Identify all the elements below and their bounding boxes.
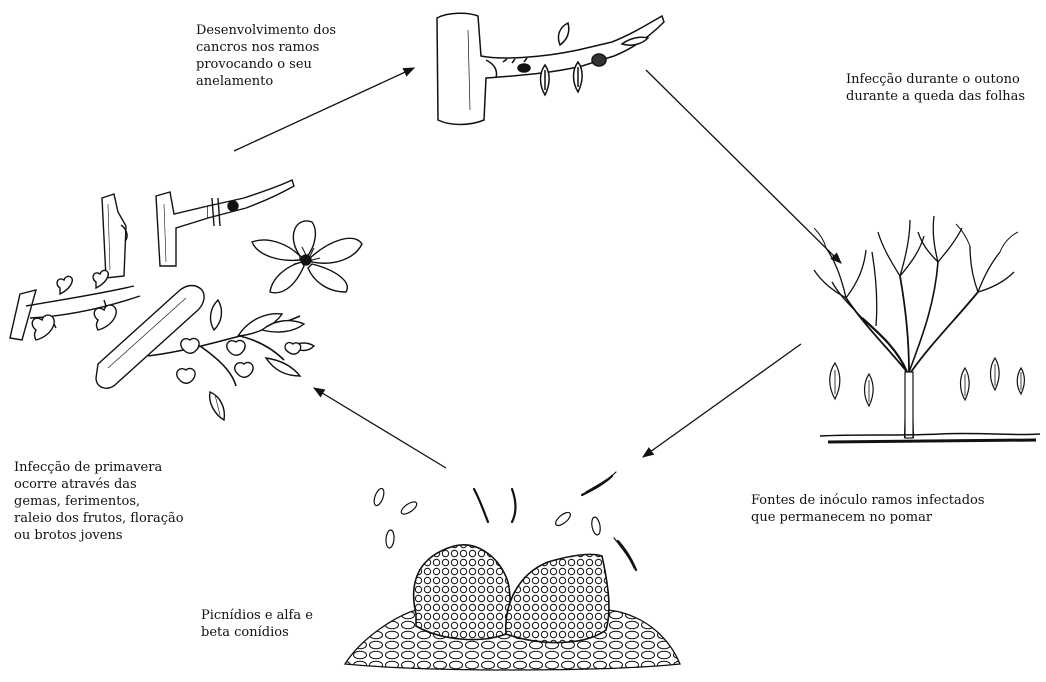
label-line: anelamento [196, 73, 336, 90]
label-line: ou brotos jovens [14, 527, 184, 544]
label-inoculum-sources: Fontes de inóculo ramos infectados que p… [751, 492, 985, 526]
label-line: Desenvolvimento dos [196, 22, 336, 39]
label-line: que permanecem no pomar [751, 509, 985, 526]
branch-canker-icon [437, 13, 664, 124]
label-line: Infecção de primavera [14, 459, 184, 476]
label-autumn-infection: Infecção durante o outono durante a qued… [846, 71, 1025, 105]
label-line: Infecção durante o outono [846, 71, 1025, 88]
label-line: Picnídios e alfa e [201, 607, 313, 624]
arrow-to-tree [646, 70, 841, 263]
label-line: cancros nos ramos [196, 39, 336, 56]
label-line: beta conídios [201, 624, 313, 641]
bare-tree-icon [814, 216, 1040, 442]
label-line: raleio dos frutos, floração [14, 510, 184, 527]
blossom-icon [252, 221, 362, 293]
infected-twigs-leaves-icon [10, 180, 314, 420]
label-line: gemas, ferimentos, [14, 493, 184, 510]
arrow-to-spores [643, 344, 801, 457]
label-pycnidia: Picnídios e alfa e beta conídios [201, 607, 313, 641]
label-line: Fontes de inóculo ramos infectados [751, 492, 985, 509]
label-line: provocando o seu [196, 56, 336, 73]
label-line: durante a queda das folhas [846, 88, 1025, 105]
label-spring-infection: Infecção de primavera ocorre através das… [14, 459, 184, 544]
arrow-to-spring [314, 388, 446, 468]
label-line: ocorre através das [14, 476, 184, 493]
label-canker-development: Desenvolvimento dos cancros nos ramos pr… [196, 22, 336, 90]
pycnidia-spores-icon [345, 472, 680, 670]
